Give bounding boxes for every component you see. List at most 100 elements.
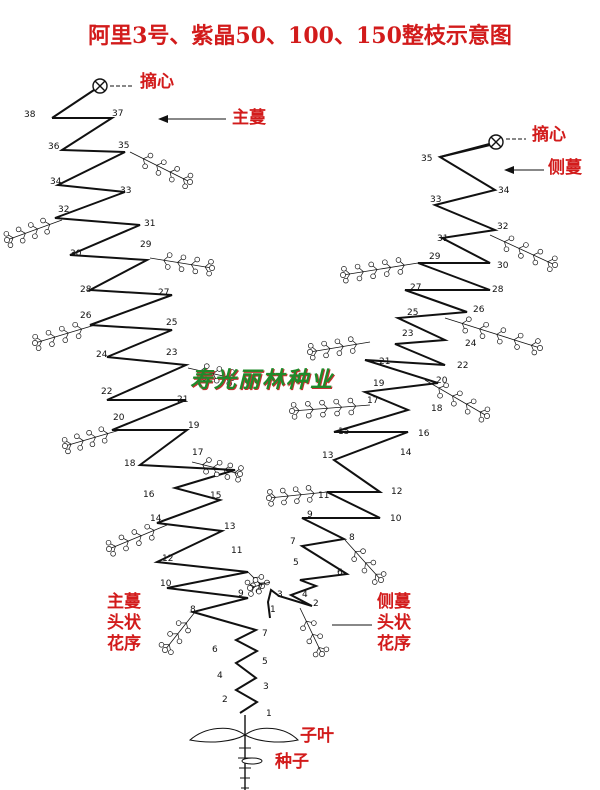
side-vine-node-label: 29 xyxy=(429,252,441,262)
side-vine-node-label: 32 xyxy=(497,222,508,232)
label-pointers xyxy=(110,85,544,626)
side-vine-node-label: 15 xyxy=(338,427,349,437)
side-vine-node-label: 27 xyxy=(410,283,421,293)
main-vine-node-label: 34 xyxy=(50,177,62,187)
inflorescence-sprig xyxy=(3,217,63,248)
inflorescence-sprig xyxy=(299,607,330,658)
pinch-marks xyxy=(51,78,504,158)
main-vine-node-label: 32 xyxy=(58,205,69,215)
main-vine-node-label: 15 xyxy=(210,491,221,501)
main-vine-node-label: 4 xyxy=(217,671,223,681)
side-vine-node-label: 11 xyxy=(318,491,329,501)
inflorescence-sprig xyxy=(61,426,121,455)
main-vine-node-label: 1 xyxy=(266,709,272,719)
main-vine-node-label: 26 xyxy=(80,311,92,321)
side-vine-node-label: 33 xyxy=(430,195,441,205)
main-vine-node-label: 5 xyxy=(262,657,268,667)
main-vine-node-label: 17 xyxy=(192,448,203,458)
inflorescence-sprig xyxy=(307,336,371,361)
inflorescence-sprig xyxy=(289,397,371,420)
main-vine-node-label: 30 xyxy=(70,249,82,259)
side-vine-node-label: 2 xyxy=(313,599,319,609)
side-vine-node-label: 35 xyxy=(421,154,432,164)
main-vine-node-label: 10 xyxy=(160,579,172,589)
main-vine-node-label: 29 xyxy=(140,240,152,250)
main-vine-node-label: 21 xyxy=(177,395,188,405)
inflorescence-sprig xyxy=(32,321,96,351)
inflorescence-sprig xyxy=(244,577,271,597)
pinch-side-icon xyxy=(488,134,504,150)
side-vine-tip xyxy=(439,144,491,158)
main-vine-node-label: 38 xyxy=(24,110,36,120)
side-vine-node-label: 20 xyxy=(436,376,448,386)
main-vine-node-label: 36 xyxy=(48,142,60,152)
watermark: 寿光丽林种业 xyxy=(190,367,335,393)
inflorescence-sprig xyxy=(424,379,491,423)
main-vine-node-label: 16 xyxy=(143,490,155,500)
pinch-main-icon xyxy=(92,78,108,94)
side-vine-node-label: 17 xyxy=(367,396,378,406)
side-vine-node-label: 24 xyxy=(465,339,477,349)
main-vine-node-label: 22 xyxy=(101,387,112,397)
main-vine-node-label: 24 xyxy=(96,350,108,360)
main-vine-node-label: 19 xyxy=(188,421,200,431)
diagram-title: 阿里3号、紫晶50、100、150整枝示意图 xyxy=(88,23,512,49)
side-vine-node-label: 22 xyxy=(457,361,468,371)
main-vine-node-label: 25 xyxy=(166,318,177,328)
main-inflorescence-label: 主蔓 头状 花序 xyxy=(107,592,141,654)
main-vine-node-label: 7 xyxy=(262,629,268,639)
side-vine-node-label: 8 xyxy=(349,533,355,543)
pinch-label-main: 摘心 xyxy=(140,72,174,92)
inflorescence-sprig xyxy=(444,316,543,356)
inflorescence-sprig xyxy=(105,523,168,557)
cotyledon-label: 子叶 xyxy=(300,726,334,746)
inflorescences xyxy=(3,151,558,658)
main-vine-node-label: 18 xyxy=(124,459,136,469)
seed-shape xyxy=(241,757,263,765)
inflorescence-sprig xyxy=(158,611,196,655)
side-vine-node-label: 25 xyxy=(407,308,418,318)
inflorescence-sprig xyxy=(187,363,235,387)
main-vine-node-label: 28 xyxy=(80,285,92,295)
side-vine-node-label: 13 xyxy=(322,451,333,461)
side-vine-node-label: 26 xyxy=(473,305,485,315)
main-vine-node-label: 31 xyxy=(144,219,155,229)
arrow-head xyxy=(504,166,514,174)
main-vine-node-label: 37 xyxy=(112,109,123,119)
side-inflorescence-label: 侧蔓 头状 花序 xyxy=(377,592,411,654)
side-vine-node-label: 14 xyxy=(400,448,412,458)
inflorescence-sprig xyxy=(489,234,558,272)
side-vine-node-label: 1 xyxy=(270,605,276,615)
side-vine-node-label: 23 xyxy=(402,329,413,339)
cotyledon-right xyxy=(244,727,299,743)
side-vine-node-label: 21 xyxy=(379,357,390,367)
inflorescence-sprig xyxy=(266,485,328,507)
side-vine-zigzag xyxy=(266,141,499,619)
side-vine-node-label: 3 xyxy=(277,590,283,600)
side-vine-node-label: 5 xyxy=(293,558,299,568)
main-vine-node-label: 2 xyxy=(222,695,228,705)
side-vine-label: 侧蔓 xyxy=(548,158,582,178)
side-vine-node-label: 28 xyxy=(492,285,504,295)
main-vine-node-label: 8 xyxy=(190,605,196,615)
main-vine-node-label: 35 xyxy=(118,141,129,151)
side-vine-node-label: 12 xyxy=(391,487,402,497)
main-vine-node-label: 23 xyxy=(166,348,177,358)
main-vine-node-label: 33 xyxy=(120,186,131,196)
arrow-head xyxy=(158,115,168,123)
main-vine-node-label: 27 xyxy=(158,288,169,298)
main-vine-tip xyxy=(51,89,95,119)
pinch-label-side: 摘心 xyxy=(532,125,566,145)
main-vine-label: 主蔓 xyxy=(232,108,266,128)
side-vine-node-label: 30 xyxy=(497,261,509,271)
side-vine-node-label: 18 xyxy=(431,404,443,414)
seedling-base xyxy=(188,715,299,790)
cotyledon-left xyxy=(188,727,246,743)
side-vine-node-label: 31 xyxy=(437,234,448,244)
side-vine-node-label: 10 xyxy=(390,514,402,524)
inflorescence-sprig xyxy=(129,151,194,190)
side-vine-node-label: 6 xyxy=(337,568,343,578)
main-vine-node-label: 20 xyxy=(113,413,125,423)
